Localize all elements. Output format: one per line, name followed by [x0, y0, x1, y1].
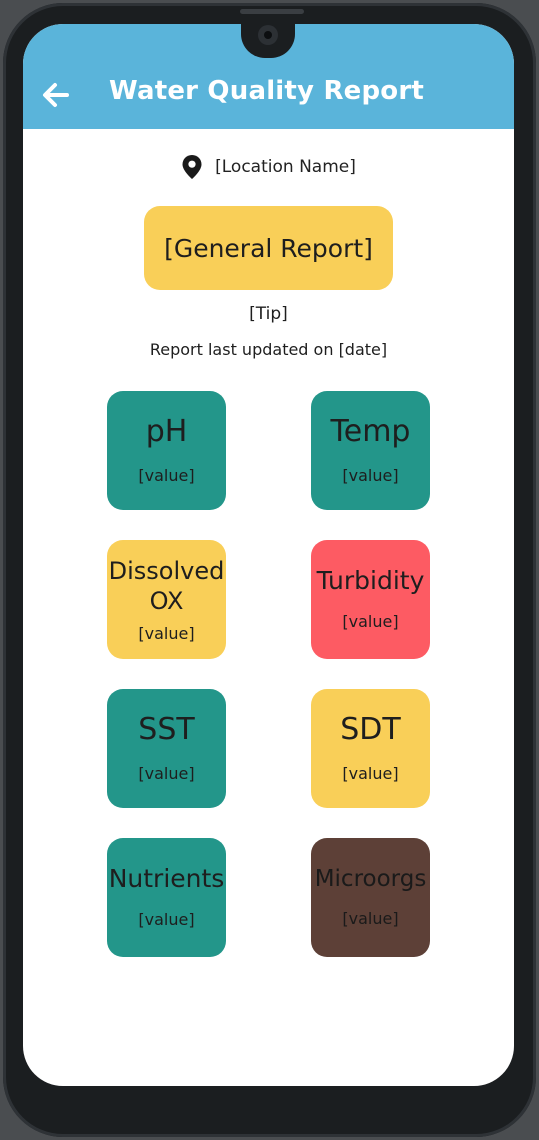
page-title: Water Quality Report — [109, 76, 425, 106]
metric-name: Temp — [330, 414, 411, 450]
general-report-button[interactable]: [General Report] — [144, 206, 393, 290]
metric-name: pH — [145, 414, 188, 450]
app-bar: Water Quality Report — [23, 24, 514, 129]
metric-name: Turbidity — [316, 565, 425, 595]
camera-notch — [241, 24, 295, 58]
metric-name: SST — [138, 712, 195, 748]
metric-tile-dissolved-ox[interactable]: Dissolved OX [value] — [107, 540, 226, 659]
camera-icon — [258, 25, 278, 45]
tip-text: [Tip] — [249, 304, 288, 324]
metric-name: SDT — [340, 712, 401, 748]
metric-name: Nutrients — [108, 863, 225, 893]
metric-tile-turbidity[interactable]: Turbidity [value] — [311, 540, 430, 659]
map-pin-icon — [182, 155, 202, 179]
arrow-left-icon — [43, 83, 69, 107]
speaker-grille — [240, 9, 304, 14]
metric-value: [value] — [342, 763, 399, 783]
metric-tile-sdt[interactable]: SDT [value] — [311, 689, 430, 808]
metric-value: [value] — [342, 465, 399, 485]
metric-value: [value] — [342, 909, 399, 929]
metric-tile-sst[interactable]: SST [value] — [107, 689, 226, 808]
location-name: [Location Name] — [215, 157, 356, 177]
location-row: [Location Name] — [23, 154, 514, 180]
metric-tile-ph[interactable]: pH [value] — [107, 391, 226, 510]
metric-value: [value] — [138, 624, 195, 643]
metric-value: [value] — [138, 910, 195, 930]
metric-name: Dissolved OX — [108, 557, 225, 615]
metric-value: [value] — [342, 612, 399, 632]
metric-tile-nutrients[interactable]: Nutrients [value] — [107, 838, 226, 957]
metric-value: [value] — [138, 465, 195, 485]
last-updated-text: Report last updated on [date] — [149, 340, 388, 359]
metric-tile-temp[interactable]: Temp [value] — [311, 391, 430, 510]
metric-value: [value] — [138, 763, 195, 783]
metric-name: Microorgs — [314, 865, 427, 892]
back-button[interactable] — [39, 80, 73, 110]
app-screen: Water Quality Report [Location Name] [Ge… — [23, 24, 514, 1086]
metric-tile-microorgs[interactable]: Microorgs [value] — [311, 838, 430, 957]
